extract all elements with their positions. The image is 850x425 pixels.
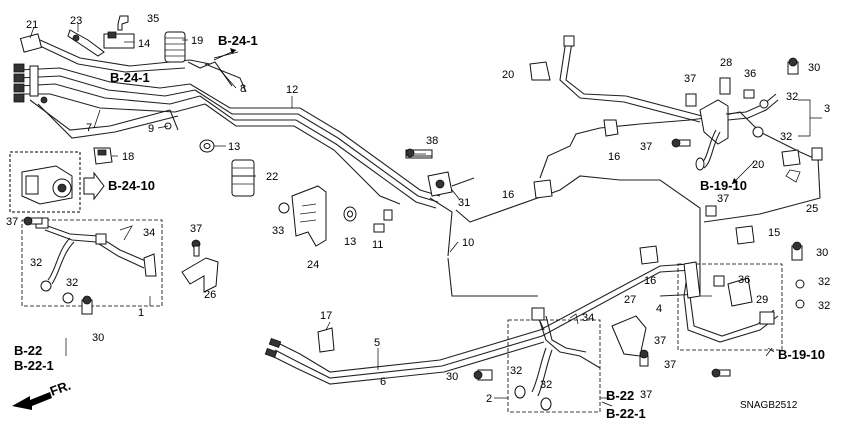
callout-21: 21: [26, 19, 38, 31]
ref-b22-left: B-22: [14, 343, 42, 358]
callout-37d: 37: [664, 359, 676, 371]
bolts: [23, 138, 731, 378]
callout-4: 4: [656, 303, 662, 315]
front-label: FR.: [48, 378, 73, 399]
bracket-26: [181, 239, 219, 293]
callout-37b: 37: [190, 223, 202, 235]
callout-13a: 13: [228, 141, 240, 153]
callout-19: 19: [191, 35, 203, 47]
callout-2: 2: [486, 393, 492, 405]
callout-10: 10: [462, 237, 474, 249]
callout-7: 7: [86, 122, 92, 134]
callout-12: 12: [286, 84, 298, 96]
callout-37c: 37: [654, 335, 666, 347]
callout-37a: 37: [6, 216, 18, 228]
callout-3: 3: [824, 103, 830, 115]
callout-30c: 30: [808, 62, 820, 74]
callout-32e: 32: [786, 91, 798, 103]
callout-35: 35: [147, 13, 159, 25]
pipe-clips-right: [533, 179, 755, 265]
callout-34b: 34: [582, 312, 594, 324]
callout-34a: 34: [143, 227, 155, 239]
callout-8: 8: [240, 83, 246, 95]
rear-right-upper-assembly: [529, 35, 823, 183]
callout-37g: 37: [640, 141, 652, 153]
callout-26: 26: [204, 289, 216, 301]
callout-25: 25: [806, 203, 818, 215]
front-left-hose-group: [21, 217, 163, 315]
callout-17: 17: [320, 310, 332, 322]
ref-b22-1-bottom: B-22-1: [606, 406, 646, 421]
callout-22: 22: [266, 171, 278, 183]
front-direction-arrow: FR.: [12, 378, 73, 410]
rear-lower-hose-group: [677, 241, 805, 351]
callout-18: 18: [122, 151, 134, 163]
callout-1: 1: [138, 307, 144, 319]
callout-15: 15: [768, 227, 780, 239]
callout-16c: 16: [644, 275, 656, 287]
ref-b24-1-left: B-24-1: [110, 70, 150, 85]
abs-modulator: [9, 151, 105, 213]
ref-b19-10-top: B-19-10: [700, 178, 747, 193]
callout-30d: 30: [816, 247, 828, 259]
center-bracket: [278, 185, 327, 247]
callout-30b: 30: [446, 371, 458, 383]
callout-14: 14: [138, 38, 150, 50]
rear-pipe-right: [455, 111, 821, 297]
callout-32c: 32: [510, 365, 522, 377]
callout-16a: 16: [608, 151, 620, 163]
callout-16b: 16: [502, 189, 514, 201]
callout-32h: 32: [818, 300, 830, 312]
callout-32f: 32: [780, 131, 792, 143]
ref-b19-10-bottom: B-19-10: [778, 347, 825, 362]
callout-20a: 20: [502, 69, 514, 81]
callout-32d: 32: [540, 379, 552, 391]
callout-37e: 37: [640, 389, 652, 401]
ref-b22-bottom: B-22: [606, 388, 634, 403]
junction-block: [343, 149, 475, 233]
callout-33: 33: [272, 225, 284, 237]
callout-30a: 30: [92, 332, 104, 344]
callout-36b: 36: [738, 274, 750, 286]
callout-27: 27: [624, 294, 636, 306]
callout-31: 31: [458, 197, 470, 209]
callout-23: 23: [70, 15, 82, 27]
callout-29: 29: [756, 294, 768, 306]
callout-32b: 32: [66, 277, 78, 289]
callout-11: 11: [372, 239, 383, 251]
master-cylinder-lines: [13, 39, 211, 139]
rear-bottom-hose-group: [473, 307, 649, 413]
callout-32a: 32: [30, 257, 42, 269]
part-callouts: 21 23 35 14 19 8 12 7 9 13 18 22 38 31 1…: [6, 13, 830, 405]
callout-37f: 37: [684, 73, 696, 85]
callout-20b: 20: [752, 159, 764, 171]
diagram-code: SNAGB2512: [740, 400, 798, 411]
callout-38: 38: [426, 135, 438, 147]
underfloor-pipes: [264, 257, 693, 385]
callout-37h: 37: [717, 193, 729, 205]
callout-36a: 36: [744, 68, 756, 80]
ref-b24-1-top: B-24-1: [218, 33, 258, 48]
leader-lines: [29, 24, 822, 399]
main-pipe-bundle: [169, 63, 453, 257]
callout-9: 9: [148, 123, 154, 135]
callout-24: 24: [307, 259, 319, 271]
ref-b24-10: B-24-10: [108, 178, 155, 193]
clips-mid-left: [93, 147, 255, 197]
callout-13b: 13: [344, 236, 356, 248]
callout-28: 28: [720, 57, 732, 69]
ref-b22-1-left: B-22-1: [14, 358, 54, 373]
callout-6: 6: [380, 376, 386, 388]
callout-32g: 32: [818, 276, 830, 288]
callout-5: 5: [374, 337, 380, 349]
reference-arrows: [213, 48, 775, 407]
